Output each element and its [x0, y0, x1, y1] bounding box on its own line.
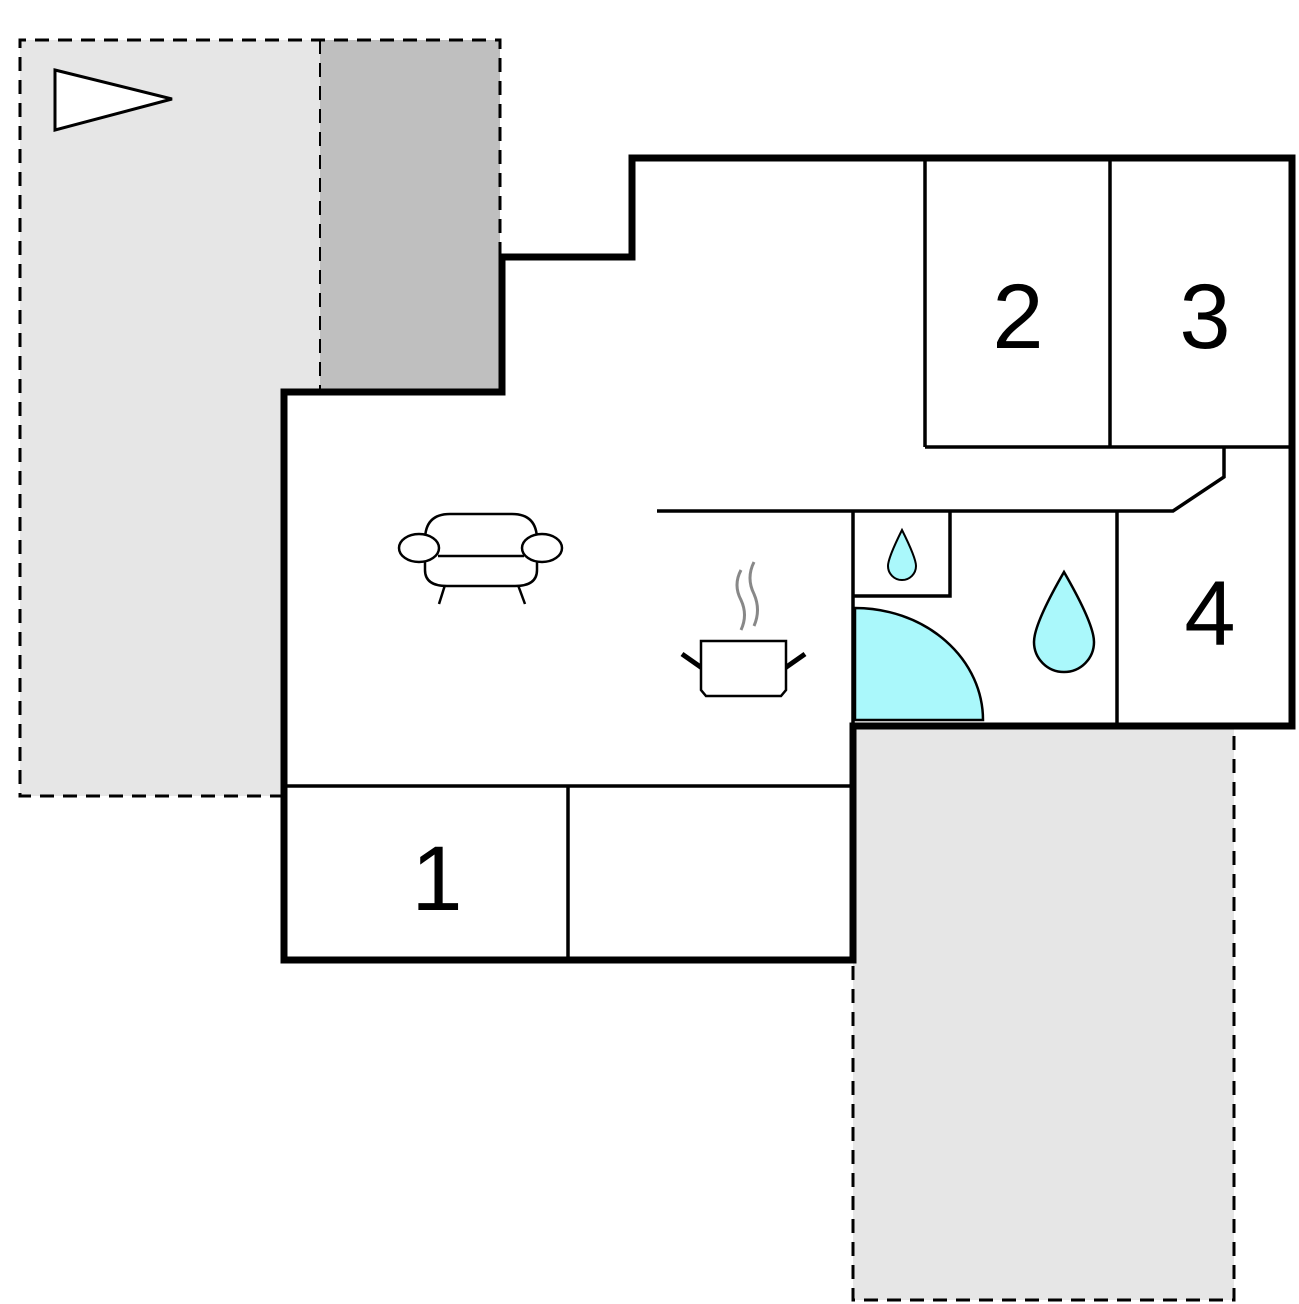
interior-walls — [284, 158, 1292, 960]
terrace-left-outline — [18, 38, 502, 798]
terrace-left — [20, 40, 320, 796]
room-label-2: 2 — [992, 266, 1043, 368]
sofa-icon — [397, 512, 564, 605]
water-drop-icon — [1032, 569, 1096, 674]
water-drop-icon — [886, 527, 918, 581]
room-label-1: 1 — [411, 828, 462, 930]
room-label-3: 3 — [1179, 266, 1230, 368]
shower-icon — [853, 606, 985, 722]
room-label-4: 4 — [1184, 563, 1235, 665]
cooking-pot-icon — [680, 561, 807, 698]
covered-terrace — [320, 40, 500, 392]
terrace-bottom — [851, 724, 1236, 1302]
north-arrow-icon — [53, 68, 173, 132]
house-outline — [280, 154, 1296, 964]
